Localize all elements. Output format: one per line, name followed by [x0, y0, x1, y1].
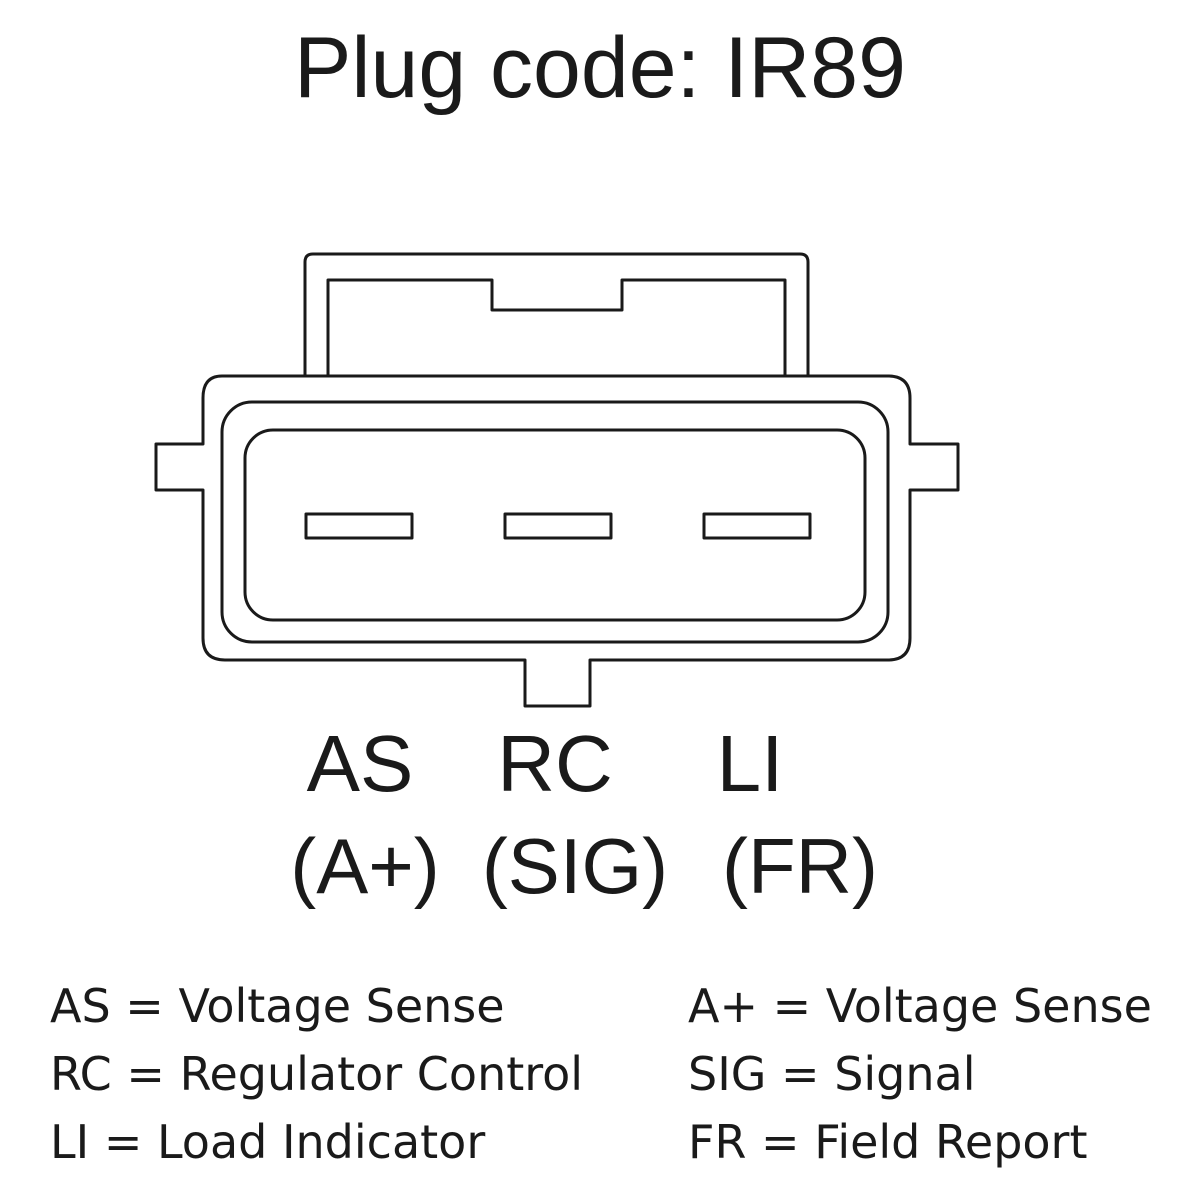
latch-inner	[326, 278, 787, 376]
pin-label-as: AS	[306, 719, 414, 808]
diagram-title: Plug code: IR89	[294, 20, 906, 116]
housing-inner-frame	[220, 400, 890, 644]
legend-item-a-plus: A+ = Voltage Sense	[688, 979, 1152, 1033]
pin-label-rc: RC	[497, 719, 613, 808]
pin-alt-as: (A+)	[290, 822, 440, 910]
socket-cavity	[243, 428, 867, 622]
legend-item-as: AS = Voltage Sense	[50, 979, 505, 1033]
pin-alt-li: (FR)	[722, 822, 878, 910]
legend-item-sig: SIG = Signal	[688, 1047, 976, 1101]
legend-item-li: LI = Load Indicator	[50, 1115, 486, 1169]
housing-outer	[154, 374, 960, 708]
pin-li	[702, 512, 812, 540]
legend-left: AS = Voltage Sense RC = Regulator Contro…	[50, 972, 583, 1176]
pin-alt-rc: (SIG)	[481, 822, 669, 910]
latch-outer	[303, 252, 810, 376]
pin-rc	[503, 512, 613, 540]
pin-as	[304, 512, 414, 540]
pin-label-li: LI	[716, 719, 784, 808]
legend-item-rc: RC = Regulator Control	[50, 1047, 584, 1101]
legend-item-fr: FR = Field Report	[688, 1115, 1088, 1169]
legend-right: A+ = Voltage Sense SIG = Signal FR = Fie…	[688, 972, 1152, 1176]
